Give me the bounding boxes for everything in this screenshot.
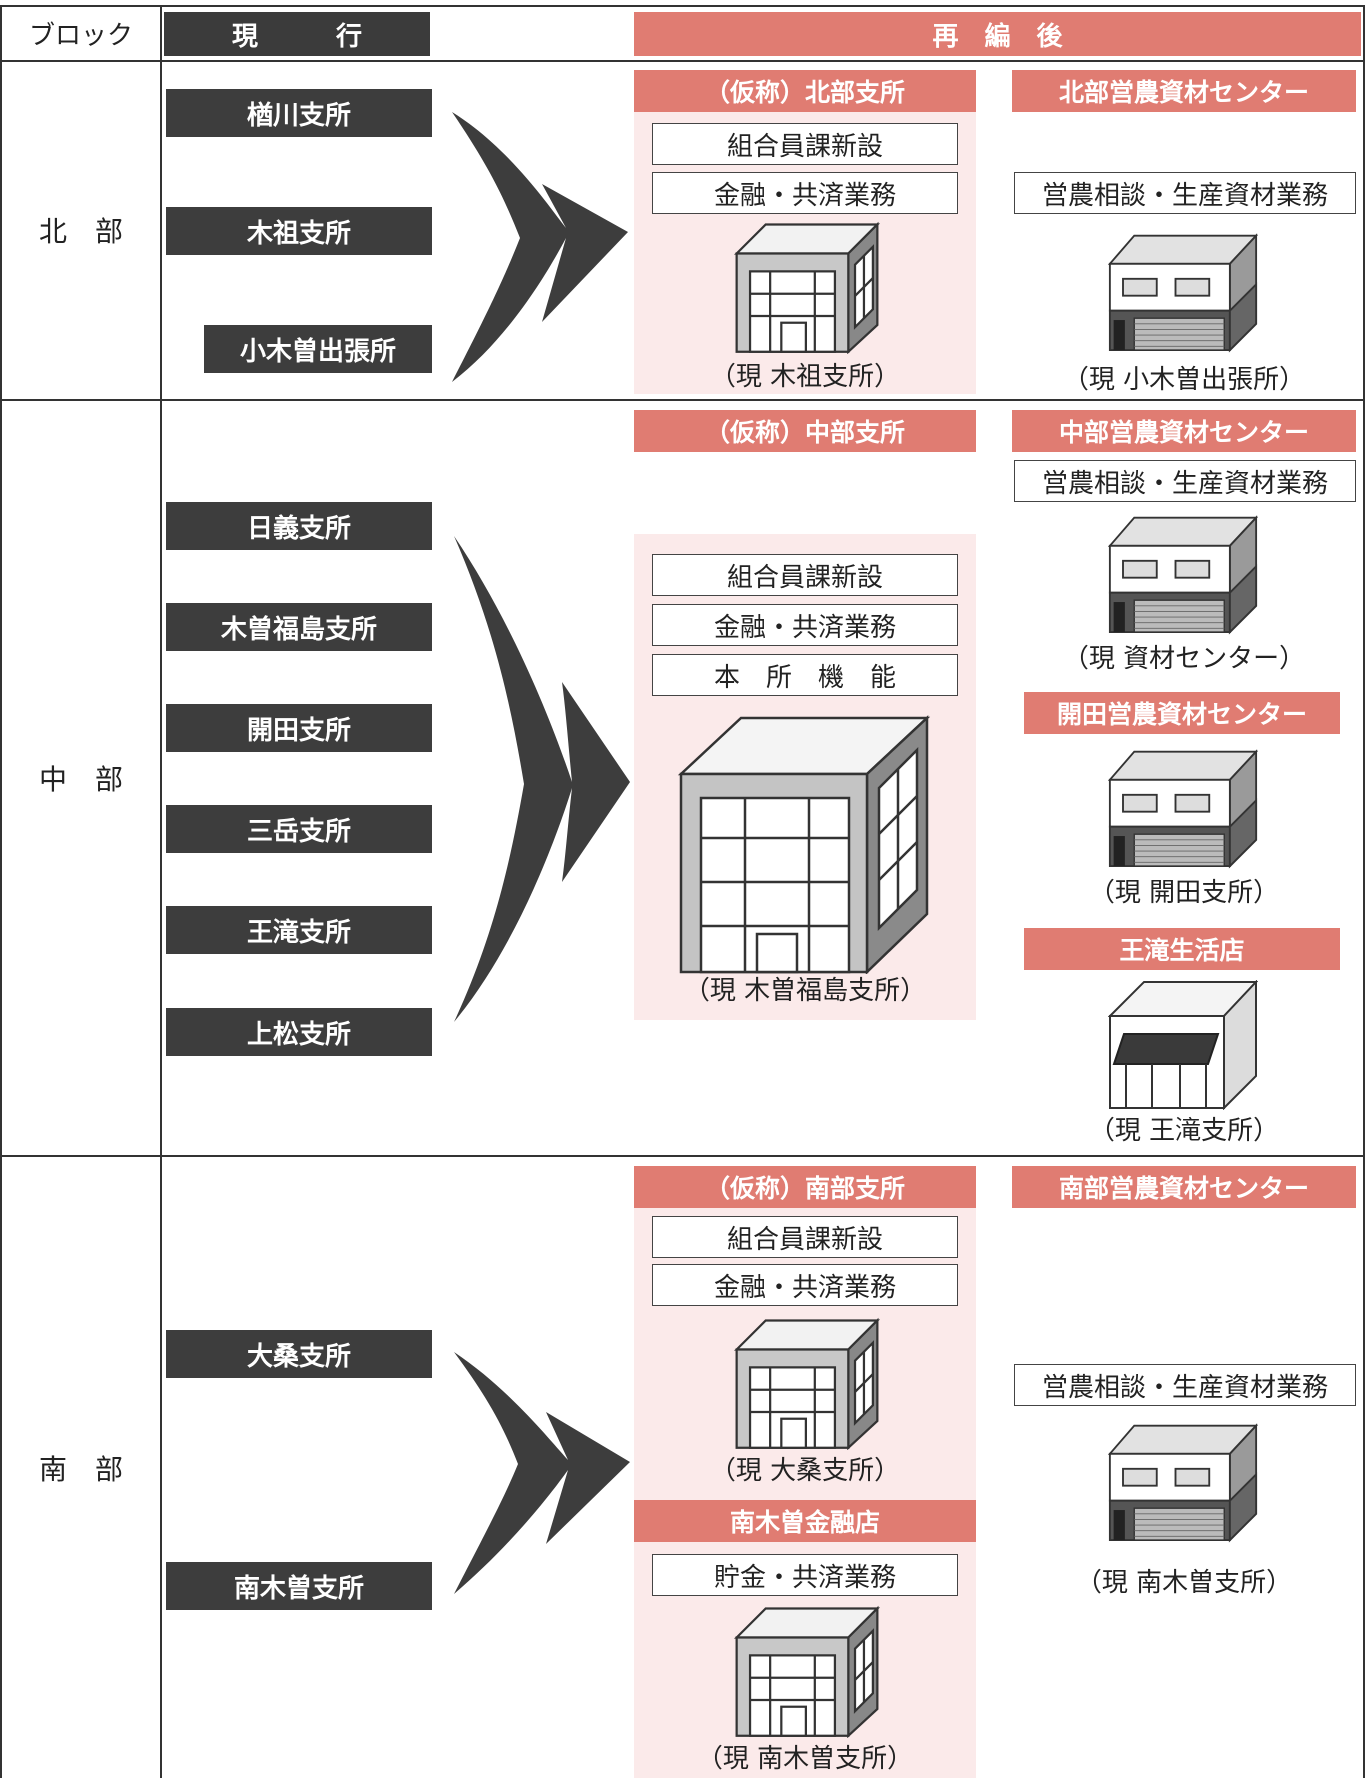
north-branch-caption: （現 木祖支所）: [709, 362, 901, 392]
south-center-caption: （現 南木曽支所）: [1075, 1568, 1293, 1598]
block-label-central: 中 部: [38, 763, 123, 796]
south-center-title: 南部営農資材センター: [1012, 1166, 1356, 1208]
north-function-finance: 金融・共済業務: [652, 172, 958, 214]
kaida-center-title: 開田営農資材センター: [1024, 692, 1340, 734]
south-branch-caption: （現 大桑支所）: [709, 1456, 901, 1486]
current-branch-hiyoshi: 日義支所: [166, 502, 432, 550]
current-branch-nagiso: 南木曽支所: [166, 1562, 432, 1610]
table-top-border: [0, 5, 1365, 7]
current-branch-kaida: 開田支所: [166, 704, 432, 752]
warehouse-building-icon: [1108, 750, 1258, 868]
central-center-title: 中部営農資材センター: [1012, 410, 1356, 452]
headquarters-building-icon: [679, 716, 929, 974]
merge-arrow-south: [454, 1352, 630, 1594]
central-center-caption: （現 資材センター）: [1062, 644, 1306, 674]
central-function-headquarters: 本 所 機 能: [652, 654, 958, 696]
current-branch-kiso: 木祖支所: [166, 207, 432, 255]
nagiso-finance-caption: （現 南木曽支所）: [696, 1744, 914, 1774]
store-building-icon: [1109, 981, 1257, 1109]
south-function-finance: 金融・共済業務: [652, 1264, 958, 1306]
current-branch-narakawa: 楢川支所: [166, 89, 432, 137]
nagiso-finance-function: 貯金・共済業務: [652, 1554, 958, 1596]
current-branch-mitake: 三岳支所: [166, 805, 432, 853]
central-function-finance: 金融・共済業務: [652, 604, 958, 646]
warehouse-building-icon: [1108, 516, 1258, 634]
north-function-union: 組合員課新設: [652, 123, 958, 165]
header-divider: [0, 60, 1365, 62]
header-after-label: 再 編 後: [634, 12, 1361, 56]
central-branch-caption: （現 木曽福島支所）: [683, 976, 927, 1006]
south-function-union: 組合員課新設: [652, 1216, 958, 1258]
north-center-function: 営農相談・生産資材業務: [1014, 172, 1356, 214]
north-branch-title: （仮称）北部支所: [634, 70, 976, 112]
central-center-function: 営農相談・生産資材業務: [1014, 460, 1356, 502]
current-branch-okuwa: 大桑支所: [166, 1330, 432, 1378]
north-center-title: 北部営農資材センター: [1012, 70, 1356, 112]
south-center-function: 営農相談・生産資材業務: [1014, 1364, 1356, 1406]
current-branch-agematsu: 上松支所: [166, 1008, 432, 1056]
header-current-label: 現 行: [164, 12, 430, 56]
central-branch-title: （仮称）中部支所: [634, 410, 976, 452]
central-function-union: 組合員課新設: [652, 554, 958, 596]
current-branch-ogiso: 小木曽出張所: [204, 325, 432, 373]
header-block-label: ブロック: [28, 20, 133, 51]
warehouse-building-icon: [1108, 234, 1258, 352]
otaki-store-title: 王滝生活店: [1024, 928, 1340, 970]
warehouse-building-icon: [1108, 1424, 1258, 1542]
current-branch-kisofukushima: 木曽福島支所: [166, 603, 432, 651]
kaida-center-caption: （現 開田支所）: [1088, 878, 1280, 908]
current-branch-otaki: 王滝支所: [166, 906, 432, 954]
block-label-north: 北 部: [38, 215, 123, 248]
merge-arrow-central: [454, 536, 630, 1022]
nagiso-finance-title: 南木曽金融店: [634, 1500, 976, 1542]
north-center-caption: （現 小木曽出張所）: [1062, 365, 1306, 395]
office-building-icon: [735, 1607, 879, 1738]
office-building-icon: [735, 223, 879, 354]
table-right-border: [1363, 5, 1365, 1778]
table-left-border: [0, 5, 2, 1778]
north-central-divider: [0, 399, 1365, 401]
merge-arrow-north: [452, 112, 628, 382]
block-column-divider: [160, 5, 162, 1778]
office-building-icon: [735, 1319, 879, 1450]
otaki-store-caption: （現 王滝支所）: [1088, 1116, 1280, 1146]
block-label-south: 南 部: [38, 1453, 123, 1486]
south-branch-title: （仮称）南部支所: [634, 1166, 976, 1208]
central-south-divider: [0, 1155, 1365, 1157]
